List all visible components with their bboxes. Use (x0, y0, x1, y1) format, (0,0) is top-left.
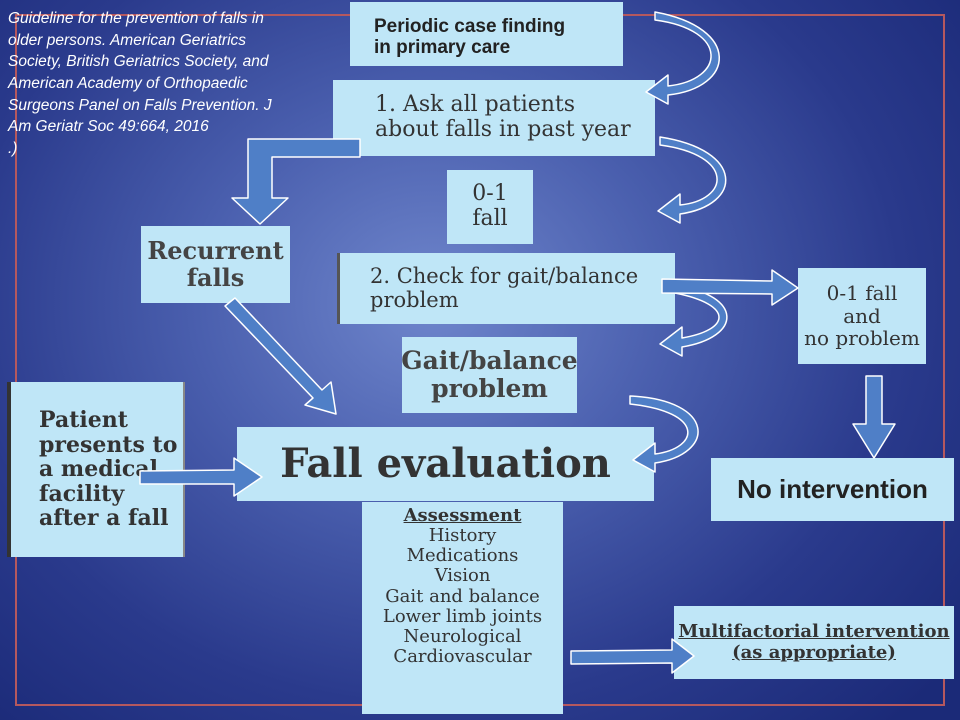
periodic-line-2: in primary care (374, 37, 511, 58)
assessment-item: Gait and balance (385, 585, 540, 607)
check-line-2: problem (370, 287, 459, 312)
periodic-line-1: Periodic case finding (374, 15, 566, 37)
assessment-item: Vision (434, 565, 491, 587)
patient-line-2: presents to (39, 431, 178, 458)
multifactorial-intervention-box: Multifactorial intervention(as appropria… (674, 606, 954, 679)
assessment-item: Cardiovascular (393, 646, 532, 668)
no-intervention-box: No intervention (711, 458, 954, 521)
elbow-arrow-icon (231, 138, 361, 225)
no-problem-line-3: no problem (804, 326, 920, 351)
recurrent-line-1: Recurrent (147, 235, 284, 265)
citation-text: Guideline for the prevention of falls in… (8, 10, 272, 158)
curved-arrow-icon (657, 136, 727, 224)
patient-line-1: Patient (39, 406, 128, 433)
check-line-1: 2. Check for gait/balance (370, 263, 639, 288)
multifactorial-line-2: (as appropriate) (732, 641, 896, 663)
patient-line-4: facility (39, 480, 125, 507)
assessment-heading: Assessment (403, 505, 522, 526)
right-arrow-icon (570, 638, 695, 674)
multifactorial-line-1: Multifactorial intervention (678, 621, 950, 643)
right-arrow-icon (661, 269, 799, 306)
down-arrow-icon (852, 375, 896, 459)
right-arrow-icon (139, 457, 263, 497)
curved-arrow-icon (629, 395, 699, 473)
assessment-item: Medications (406, 545, 519, 567)
zero-one-fall-line-1: 0-1 (472, 181, 508, 207)
no-intervention-label: No intervention (737, 473, 928, 504)
diagonal-arrow-icon (224, 297, 337, 415)
assessment-item: History (428, 525, 497, 547)
no-problem-line-1: 0-1 fall (826, 281, 898, 306)
curved-arrow-icon (645, 11, 720, 105)
patient-line-3: a medical (39, 456, 158, 483)
ask-line-2: about falls in past year (375, 117, 631, 142)
patient-line-5: after a fall (39, 505, 169, 532)
curved-arrow-icon (659, 284, 728, 357)
assessment-item: Neurological (403, 625, 522, 647)
assessment-item: Lower limb joints (382, 605, 543, 627)
assessment-box: Assessment History Medications Vision Ga… (362, 502, 563, 714)
fall-evaluation-box: Fall evaluation (237, 427, 654, 501)
recurrent-line-2: falls (186, 262, 245, 292)
no-problem-line-2: and (843, 303, 881, 328)
fall-evaluation-label: Fall evaluation (280, 439, 611, 487)
gait-problem-line-1: Gait/balance (401, 346, 578, 375)
gait-problem-line-2: problem (431, 374, 548, 403)
ask-line-1: 1. Ask all patients (375, 92, 576, 118)
zero-one-fall-line-2: fall (472, 206, 508, 231)
